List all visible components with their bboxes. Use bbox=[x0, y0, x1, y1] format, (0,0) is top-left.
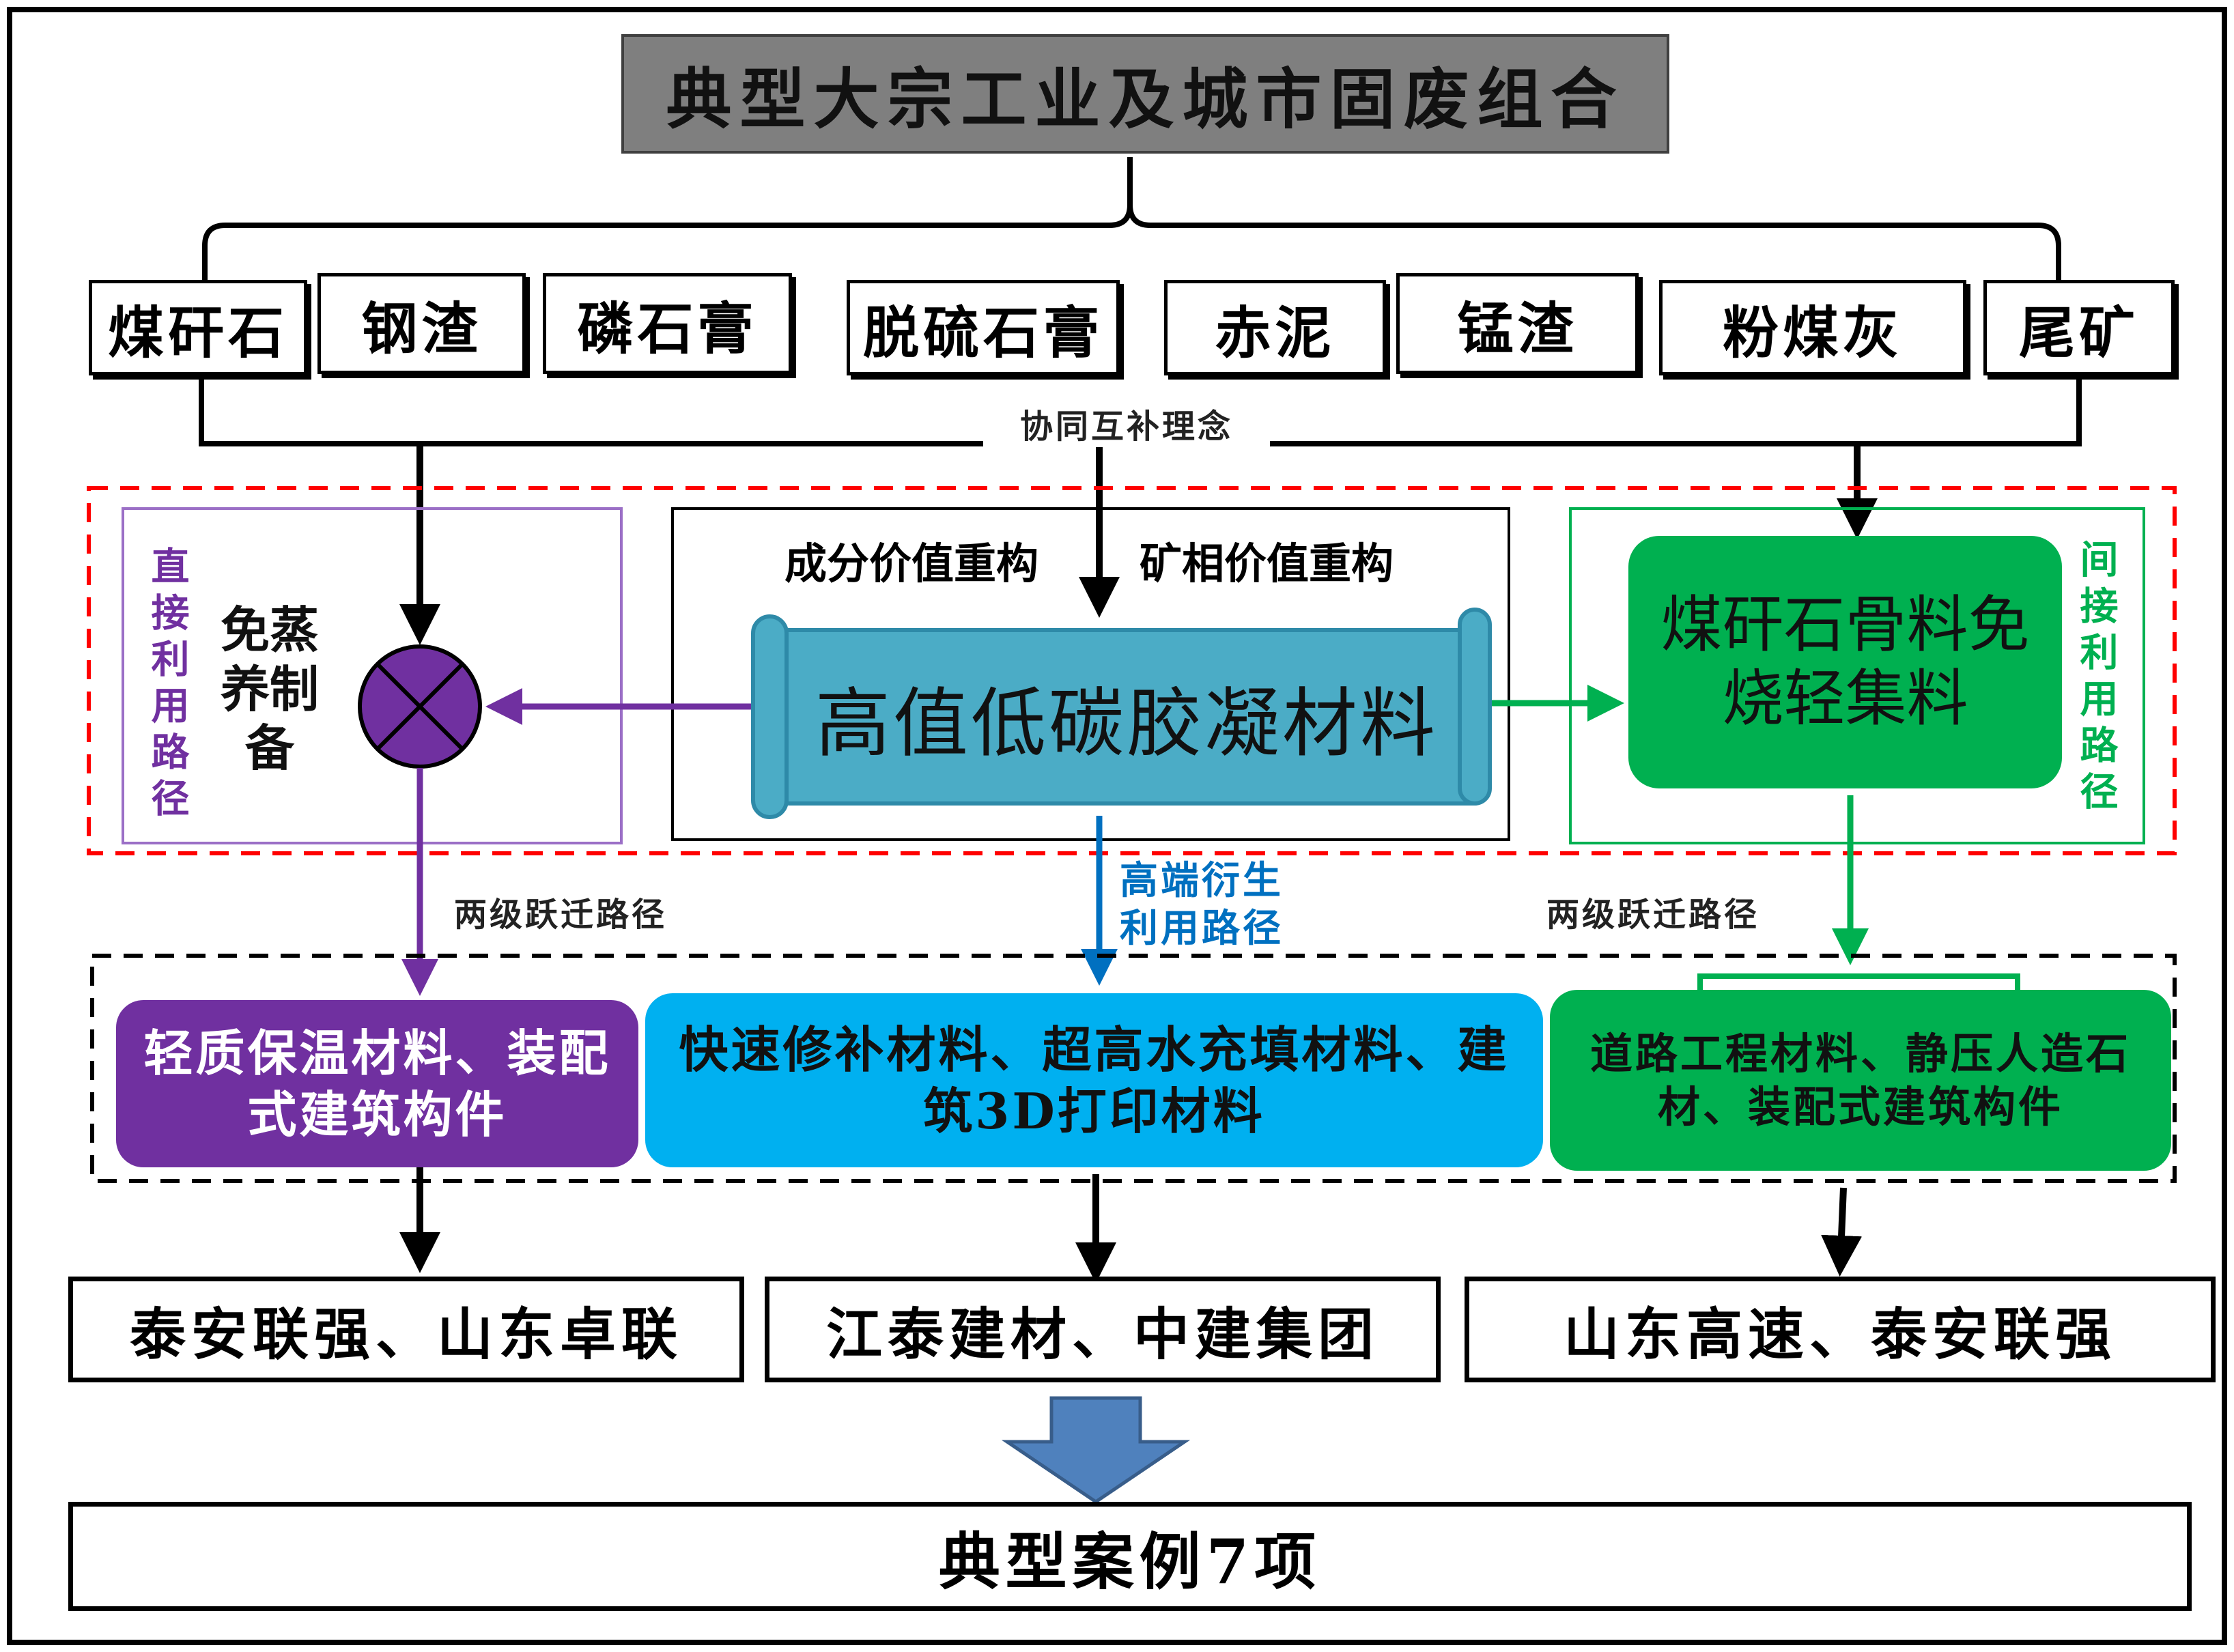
scroll-left-roll bbox=[751, 614, 789, 819]
waste-desulfurization-gypsum: 脱硫石膏 bbox=[847, 280, 1120, 375]
waste-fly-ash: 粉煤灰 bbox=[1659, 280, 1966, 375]
company-box-center: 江泰建材、中建集团 bbox=[765, 1277, 1441, 1382]
gangue-aggregate-box: 煤矸石骨料免烧轻集料 bbox=[1628, 536, 2062, 788]
waste-steel-slag: 钢渣 bbox=[317, 273, 526, 374]
two-level-path-right: 两级跃迁路径 bbox=[1546, 896, 1760, 934]
result-box: 典型案例7项 bbox=[68, 1502, 2192, 1611]
composition-restructure-label: 成分价值重构 bbox=[784, 539, 1038, 588]
two-level-path-left: 两级跃迁路径 bbox=[454, 896, 668, 934]
waste-tailings: 尾矿 bbox=[1983, 280, 2175, 375]
company-box-right: 山东高速、泰安联强 bbox=[1465, 1277, 2216, 1382]
product-blue: 快速修补材料、超高水充填材料、建筑3D打印材料 bbox=[645, 993, 1543, 1167]
waste-coal-gangue: 煤矸石 bbox=[89, 280, 307, 375]
waste-manganese-slag: 锰渣 bbox=[1396, 273, 1639, 374]
cementitious-material-scroll: 高值低碳胶凝材料 bbox=[751, 608, 1495, 826]
product-green: 道路工程材料、静压人造石材、装配式建筑构件 bbox=[1550, 990, 2171, 1171]
outer-frame bbox=[7, 7, 2227, 1645]
product-purple: 轻质保温材料、装配式建筑构件 bbox=[116, 1000, 638, 1167]
direct-path-label: 直接利用路径 bbox=[145, 546, 190, 825]
steam-free-label: 免蒸养制备 bbox=[220, 601, 319, 778]
company-box-left: 泰安联强、山东卓联 bbox=[68, 1277, 744, 1382]
scroll-right-roll bbox=[1458, 608, 1492, 806]
page-title: 典型大宗工业及城市固废组合 bbox=[621, 34, 1669, 154]
high-end-path-label: 高端衍生利用路径 bbox=[1120, 858, 1284, 951]
scroll-text: 高值低碳胶凝材料 bbox=[815, 680, 1438, 767]
synergy-label: 协同互补理念 bbox=[983, 399, 1270, 447]
waste-phosphogypsum: 磷石膏 bbox=[543, 273, 792, 374]
waste-red-mud: 赤泥 bbox=[1164, 280, 1386, 375]
indirect-path-label: 间接利用路径 bbox=[2074, 539, 2119, 818]
mineral-restructure-label: 矿相价值重构 bbox=[1139, 539, 1394, 588]
